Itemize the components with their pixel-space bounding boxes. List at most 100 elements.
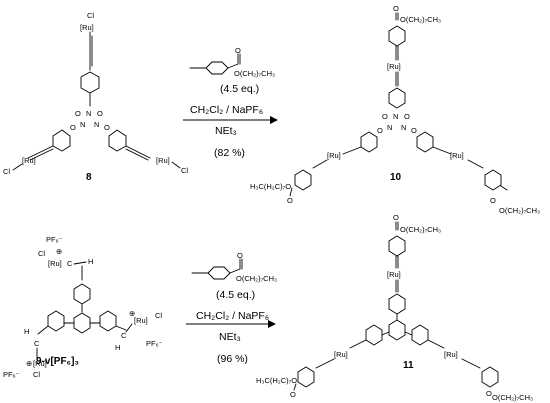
bot-cond-yield: (96 %) bbox=[217, 353, 248, 365]
top-p-right-carbonyl-o: O bbox=[490, 196, 496, 205]
top-p-o2: O bbox=[404, 112, 410, 121]
top-r-cl-left: Cl bbox=[3, 167, 10, 176]
benzene-ring bbox=[205, 61, 229, 75]
top-p-ru-right: [Ru] bbox=[450, 151, 464, 160]
bot-r-counterion-left: PF₆⁻ bbox=[3, 370, 20, 379]
benzene-ring bbox=[73, 283, 91, 305]
product-10: O O(CH₂)₇CH₃ [Ru] O N O N N O O [Ru] [Ru… bbox=[250, 4, 540, 215]
top-p-carbonyl-o: O bbox=[393, 4, 399, 13]
benzene-ring bbox=[80, 71, 100, 94]
bot-p-left-carbonyl-o: O bbox=[290, 390, 296, 399]
top-r-o4: O bbox=[104, 123, 110, 132]
benzene-ring bbox=[52, 129, 71, 152]
reactant-8: Cl [Ru] O N O N N O O [Ru] Cl Cl [Ru] bbox=[3, 11, 188, 183]
top-p-right-ester: O(CH₂)₇CH₃ bbox=[499, 206, 540, 215]
bottom-reagent: O O(CH₂)₇CH₃ (4.5 eq.) CH₂Cl₂ / NaPF₆ NE… bbox=[186, 251, 277, 365]
top-r-n1: N bbox=[86, 109, 91, 118]
top-reagent: O O(CH₂)₇CH₃ (4.5 eq.) CH₂Cl₂ / NaPF₆ NE… bbox=[183, 46, 278, 159]
bot-p-ru-right: [Ru] bbox=[444, 350, 458, 359]
top-p-o1: O bbox=[382, 112, 388, 121]
bot-r-counterion-right: PF₆⁻ bbox=[146, 339, 163, 348]
top-r-cl-top: Cl bbox=[87, 11, 94, 20]
top-arrow-head bbox=[270, 116, 278, 124]
top-r-o2: O bbox=[97, 109, 103, 118]
top-p-o4: O bbox=[411, 126, 417, 135]
benzene-ring bbox=[388, 87, 406, 109]
benzene-ring bbox=[207, 266, 231, 280]
bot-p-top-ester: O(CH₂)₇CH₃ bbox=[400, 225, 441, 234]
bot-p-right-ester: O(CH₂)₇CH₃ bbox=[492, 393, 533, 402]
product-11: O O(CH₂)₇CH₃ [Ru] [Ru] [Ru] 11 bbox=[256, 213, 533, 402]
reactant-9v: PF₆⁻ Cl ⊕ [Ru] C H H C ⊕ [Ru] Cl PF₆⁻ C bbox=[3, 235, 163, 379]
compound-number-10: 10 bbox=[390, 172, 402, 183]
bot-r-plus-top: ⊕ bbox=[56, 247, 62, 256]
benzene-ring bbox=[47, 310, 65, 332]
compound-number-8: 8 bbox=[86, 172, 92, 183]
top-p-ru-left: [Ru] bbox=[327, 151, 341, 160]
top-p-top-ester: O(CH₂)₇CH₃ bbox=[400, 15, 441, 24]
top-r-ru-top: [Ru] bbox=[80, 23, 94, 32]
bot-reagent-carbonyl-o: O bbox=[237, 251, 243, 260]
top-reagent-ester: O(CH₂)₇CH₃ bbox=[234, 69, 275, 78]
benzene-ring bbox=[416, 131, 434, 153]
top-r-o1: O bbox=[75, 109, 81, 118]
bot-r-plus-left: ⊕ bbox=[26, 359, 32, 368]
top-r-o3: O bbox=[70, 123, 76, 132]
bot-r-ru-left: [Ru] bbox=[33, 359, 47, 368]
top-p-o3: O bbox=[377, 126, 383, 135]
bot-r-c-top: C bbox=[67, 259, 73, 268]
bot-p-ru-left: [Ru] bbox=[334, 350, 348, 359]
bot-r-cl-top: Cl bbox=[38, 249, 45, 258]
bot-r-cl-left: Cl bbox=[33, 370, 40, 379]
benzene-ring bbox=[365, 324, 383, 346]
benzene-ring bbox=[481, 366, 499, 388]
bot-r-plus-right: ⊕ bbox=[129, 309, 135, 318]
bot-cond-eq: (4.5 eq.) bbox=[216, 289, 255, 301]
benzene-ring bbox=[388, 235, 406, 257]
bot-r-ru-right: [Ru] bbox=[134, 316, 148, 325]
top-cond-eq: (4.5 eq.) bbox=[220, 83, 259, 95]
benzene-ring bbox=[99, 310, 117, 332]
top-r-ru-left: [Ru] bbox=[22, 156, 36, 165]
top-cond-solvent: CH₂Cl₂ / NaPF₆ bbox=[190, 104, 263, 116]
bot-r-h-top: H bbox=[88, 257, 93, 266]
benzene-ring bbox=[388, 25, 406, 47]
compound-number-9v: 9-v[PF₆]₃ bbox=[36, 356, 79, 367]
compound-number-11: 11 bbox=[403, 360, 414, 371]
top-p-n1: N bbox=[393, 112, 398, 121]
benzene-ring bbox=[73, 312, 91, 334]
bot-r-c-left: C bbox=[34, 339, 40, 348]
bot-r-ru-top: [Ru] bbox=[48, 259, 62, 268]
benzene-ring bbox=[484, 169, 502, 191]
top-p-ru-top: [Ru] bbox=[387, 62, 401, 71]
bot-cond-solvent: CH₂Cl₂ / NaPF₆ bbox=[196, 310, 269, 322]
bot-reagent-ester: O(CH₂)₇CH₃ bbox=[236, 274, 277, 283]
bot-cond-base: NEt₃ bbox=[219, 331, 241, 343]
top-r-n2: N bbox=[80, 120, 85, 129]
bot-r-cl-right: Cl bbox=[155, 311, 162, 320]
benzene-ring bbox=[388, 319, 406, 341]
bottom-arrow-head bbox=[268, 320, 276, 328]
bot-p-right-carbonyl-o: O bbox=[486, 389, 492, 398]
benzene-ring bbox=[297, 366, 315, 388]
bottom-scheme: PF₆⁻ Cl ⊕ [Ru] C H H C ⊕ [Ru] Cl PF₆⁻ C bbox=[3, 213, 533, 402]
bot-r-counterion-top: PF₆⁻ bbox=[46, 235, 63, 244]
bot-r-h-left: H bbox=[24, 327, 29, 336]
top-reagent-carbonyl-o: O bbox=[235, 46, 241, 55]
bot-r-c-right: C bbox=[121, 331, 127, 340]
top-cond-base: NEt₃ bbox=[215, 125, 237, 137]
benzene-ring bbox=[411, 324, 429, 346]
top-p-n2: N bbox=[387, 123, 392, 132]
top-r-ru-right: [Ru] bbox=[156, 156, 170, 165]
benzene-ring bbox=[294, 169, 312, 191]
top-r-n3: N bbox=[94, 120, 99, 129]
bot-p-ru-top: [Ru] bbox=[387, 270, 401, 279]
bot-p-carbonyl-o: O bbox=[393, 213, 399, 222]
bot-p-left-ester: H₃C(H₂C)₇O bbox=[256, 376, 297, 385]
top-p-n3: N bbox=[401, 123, 406, 132]
benzene-ring bbox=[388, 293, 406, 315]
bot-r-h-right: H bbox=[115, 343, 120, 352]
benzene-ring bbox=[108, 129, 127, 152]
top-r-cl-right: Cl bbox=[181, 166, 188, 175]
